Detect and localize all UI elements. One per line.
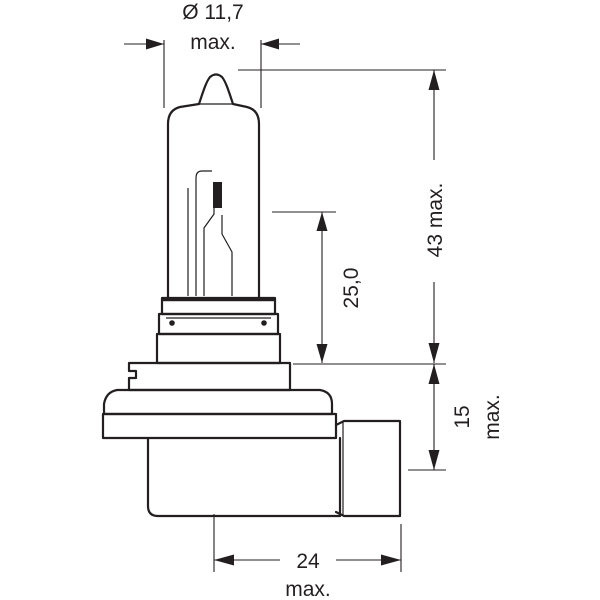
diameter-arrow-right [261, 38, 279, 50]
filament-height-dimension: 25,0 [272, 211, 446, 365]
diameter-value: Ø 11,7 [182, 1, 243, 24]
bulb-neck [155, 296, 282, 365]
width-note: max. [285, 578, 331, 600]
bulb-base [101, 361, 402, 518]
base-height-note: max. [481, 394, 504, 440]
width-arrow-left [214, 554, 234, 566]
base-height-value: 15 [451, 405, 474, 428]
total-height-value: 43 max. [424, 183, 447, 258]
total-arrow-top [428, 70, 440, 90]
base-arrow-top [428, 364, 440, 384]
glass-bulb [166, 73, 261, 300]
total-height-dimension: 43 max. [238, 69, 447, 363]
filament-arrow-top [316, 212, 328, 231]
filament-coil [213, 182, 222, 208]
total-arrow-bottom [428, 343, 440, 363]
diameter-dimension: Ø 11,7 max. [124, 1, 300, 108]
filament-height-value: 25,0 [340, 268, 363, 309]
diameter-arrow-left [146, 38, 164, 50]
filament-arrow-bottom [316, 344, 328, 363]
width-arrow-right [381, 554, 401, 566]
width-dimension: 24 max. [213, 514, 402, 600]
diameter-note: max. [190, 31, 236, 54]
base-arrow-bottom [428, 450, 440, 470]
width-value: 24 [296, 550, 320, 573]
filament-assembly [187, 170, 233, 296]
base-height-dimension: 15 max. [408, 364, 504, 471]
